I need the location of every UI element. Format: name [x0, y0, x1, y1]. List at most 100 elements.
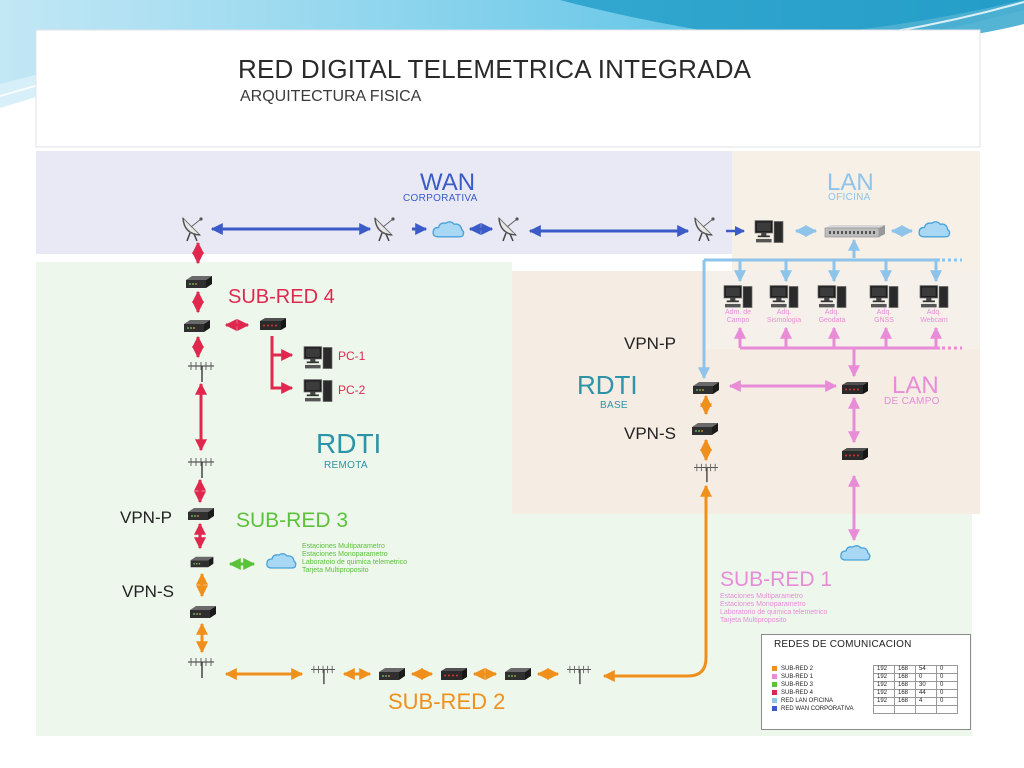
switch-icon: [441, 668, 467, 680]
legend-ip-octet: 192: [873, 681, 895, 690]
router-icon: [184, 320, 210, 332]
vpn-router-icon: [693, 382, 719, 394]
lan-campo-sub-label: DE CAMPO: [884, 396, 940, 407]
vpn-s-left-label: VPN-S: [122, 582, 174, 601]
legend-ip-octet: [894, 705, 916, 714]
legend-swatch: [772, 705, 777, 711]
lan-oficina-sub-label: OFICINA: [828, 192, 871, 203]
legend-ip-octet: 54: [915, 665, 937, 674]
vpn-router-icon: [692, 423, 718, 435]
legend-ip-octet: 44: [915, 689, 937, 698]
wan-links: [210, 223, 690, 237]
vpn-router-icon: [190, 606, 216, 618]
computer-icon: [769, 285, 799, 308]
rdti-remota-zone: [36, 262, 512, 736]
lan-oficina-label: LAN: [827, 169, 874, 196]
rdti-base-sub-label: BASE: [600, 400, 628, 411]
legend-ip-octet: 0: [936, 665, 958, 674]
legend-swatch: [772, 681, 777, 687]
computer-icon: [723, 285, 753, 308]
legend-network-name: SUB-RED 3: [781, 682, 814, 689]
lan-oficina-links: [698, 225, 962, 380]
subred3-label: SUB-RED 3: [236, 509, 349, 532]
subred2-label: SUB-RED 2: [388, 689, 506, 714]
legend-ip-octet: [873, 705, 895, 714]
switch-icon: [260, 318, 286, 330]
legend-ip-octet: 192: [873, 665, 895, 674]
pc2-label: PC-2: [338, 383, 366, 397]
legend-ip-octet: [936, 705, 958, 714]
computer-icon: [919, 285, 949, 308]
switch-icon: [842, 382, 868, 394]
legend-ip-octet: 192: [873, 673, 895, 682]
legend-ip-octet: 168: [894, 697, 916, 706]
wan-zone: [36, 151, 732, 254]
rdti-remota-label: RDTI: [316, 428, 382, 459]
title-panel: [35, 29, 981, 148]
switch-icon: [842, 448, 868, 460]
wan-label: WAN: [420, 169, 476, 196]
legend-network-name: RED LAN OFICINA: [781, 698, 834, 705]
office-pc-label: Adq.GNSS: [874, 309, 894, 324]
radio-icon: [379, 668, 405, 680]
legend-ip-octet: 0: [915, 673, 937, 682]
subred4-label: SUB-RED 4: [228, 286, 335, 308]
vpn-p-left-label: VPN-P: [120, 508, 172, 527]
legend-title: REDES DE COMUNICACION: [774, 639, 912, 650]
legend-swatch: [772, 673, 777, 679]
lan-campo-label: LAN: [892, 372, 939, 399]
legend-swatch: [772, 697, 777, 703]
vpn-router-icon: [188, 508, 214, 520]
radio-icon: [505, 668, 531, 680]
legend-ip-octet: 0: [936, 689, 958, 698]
legend-ip-octet: 168: [894, 689, 916, 698]
legend-ip-octet: 0: [936, 697, 958, 706]
legend-network-name: SUB-RED 4: [781, 690, 814, 697]
modem-icon: [186, 276, 212, 288]
computer-icon: [754, 220, 784, 243]
office-pc-label: Adq.Sismologia: [766, 309, 802, 324]
subred1-links: [728, 326, 962, 542]
legend-ip-octet: 4: [915, 697, 937, 706]
legend-ip-octet: 168: [894, 665, 916, 674]
legend-ip-octet: [915, 705, 937, 714]
subred4-links: [192, 241, 294, 550]
network-switch-icon: [824, 224, 886, 238]
rdti-remota-sub-label: REMOTA: [324, 460, 368, 471]
legend-ip-octet: 30: [915, 681, 937, 690]
legend-network-name: SUB-RED 1: [781, 674, 814, 681]
vpn-s-right-label: VPN-S: [624, 424, 676, 443]
rdti-base-label: RDTI: [577, 370, 638, 400]
computer-icon: [869, 285, 899, 308]
legend-network-name: RED WAN CORPORATIVA: [781, 706, 854, 713]
pc2-icon: [303, 379, 333, 402]
office-pc-label: Adq.Geodata: [818, 309, 846, 324]
legend-swatch: [772, 665, 777, 671]
lan-oficina-zone: [732, 151, 980, 271]
radio-icon: [190, 556, 214, 568]
legend-ip-octet: 168: [894, 673, 916, 682]
legend-row: RED WAN CORPORATIVA: [772, 705, 958, 714]
legend-swatch: [772, 689, 777, 695]
legend-network-name: SUB-RED 2: [781, 666, 814, 673]
office-pc-label: Adq.Webcam: [920, 309, 948, 324]
page-title: RED DIGITAL TELEMETRICA INTEGRADA: [238, 54, 752, 84]
legend-ip-octet: 192: [873, 697, 895, 706]
subred1-label: SUB-RED 1: [720, 568, 833, 591]
pc1-label: PC-1: [338, 349, 366, 363]
subred2-links: [196, 394, 712, 682]
legend-ip-octet: 168: [894, 681, 916, 690]
legend-ip-octet: 0: [936, 681, 958, 690]
